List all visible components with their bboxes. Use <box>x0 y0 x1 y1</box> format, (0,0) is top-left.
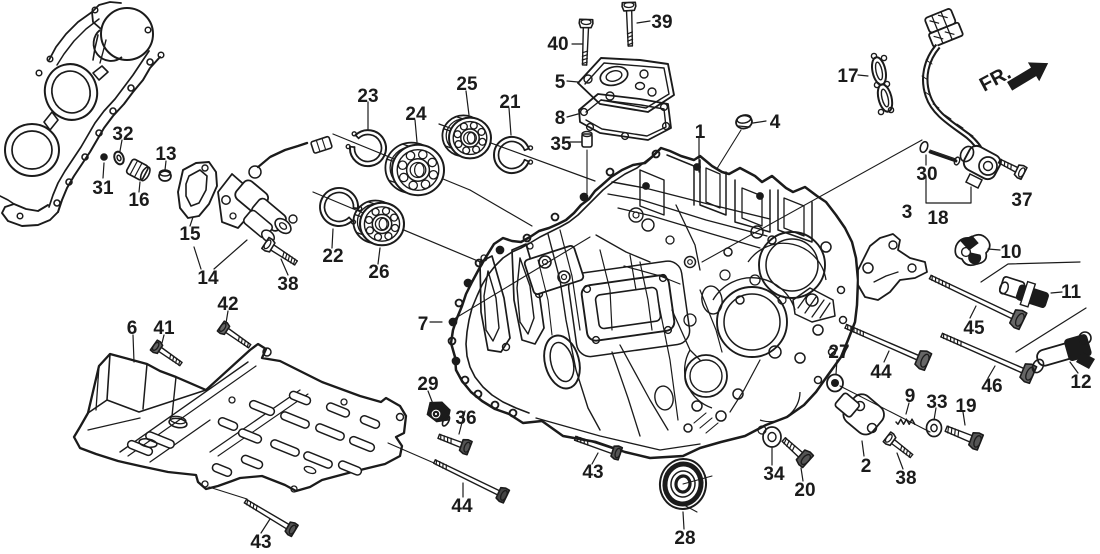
svg-text:35: 35 <box>550 134 572 155</box>
svg-text:18: 18 <box>927 208 948 229</box>
svg-text:10: 10 <box>1000 242 1021 263</box>
svg-text:29: 29 <box>417 374 438 395</box>
svg-text:23: 23 <box>357 86 378 107</box>
svg-text:31: 31 <box>92 178 114 199</box>
svg-text:30: 30 <box>916 164 937 185</box>
svg-text:14: 14 <box>197 268 219 289</box>
svg-text:3: 3 <box>902 202 913 223</box>
svg-text:19: 19 <box>955 396 976 417</box>
svg-text:41: 41 <box>153 318 175 339</box>
svg-text:15: 15 <box>179 224 201 245</box>
svg-text:16: 16 <box>128 190 149 211</box>
svg-text:12: 12 <box>1070 372 1091 393</box>
svg-text:26: 26 <box>368 262 389 283</box>
svg-text:43: 43 <box>250 532 271 553</box>
svg-text:11: 11 <box>1061 282 1082 303</box>
svg-text:37: 37 <box>1011 190 1032 211</box>
svg-text:17: 17 <box>837 66 858 87</box>
svg-text:7: 7 <box>418 314 429 335</box>
svg-text:25: 25 <box>456 74 478 95</box>
svg-text:32: 32 <box>112 124 133 145</box>
svg-text:28: 28 <box>674 528 695 549</box>
svg-text:20: 20 <box>794 480 815 501</box>
svg-text:40: 40 <box>547 34 568 55</box>
svg-text:45: 45 <box>963 318 985 339</box>
svg-text:44: 44 <box>870 362 892 383</box>
svg-text:33: 33 <box>926 392 947 413</box>
svg-text:36: 36 <box>455 408 476 429</box>
svg-text:5: 5 <box>555 72 566 93</box>
svg-text:1: 1 <box>695 122 706 143</box>
svg-text:2: 2 <box>861 456 872 477</box>
svg-text:42: 42 <box>217 294 238 315</box>
svg-text:34: 34 <box>763 464 785 485</box>
svg-text:4: 4 <box>770 112 781 133</box>
svg-text:44: 44 <box>451 496 473 517</box>
svg-text:38: 38 <box>895 468 916 489</box>
svg-text:6: 6 <box>127 318 138 339</box>
svg-text:43: 43 <box>582 462 603 483</box>
svg-text:9: 9 <box>905 386 916 407</box>
svg-text:38: 38 <box>277 274 298 295</box>
svg-text:13: 13 <box>155 144 176 165</box>
svg-text:24: 24 <box>405 104 427 125</box>
svg-text:27: 27 <box>828 342 849 363</box>
svg-text:8: 8 <box>555 108 566 129</box>
svg-text:21: 21 <box>499 92 521 113</box>
svg-text:39: 39 <box>651 12 672 33</box>
svg-text:22: 22 <box>322 246 343 267</box>
svg-text:46: 46 <box>981 376 1002 397</box>
